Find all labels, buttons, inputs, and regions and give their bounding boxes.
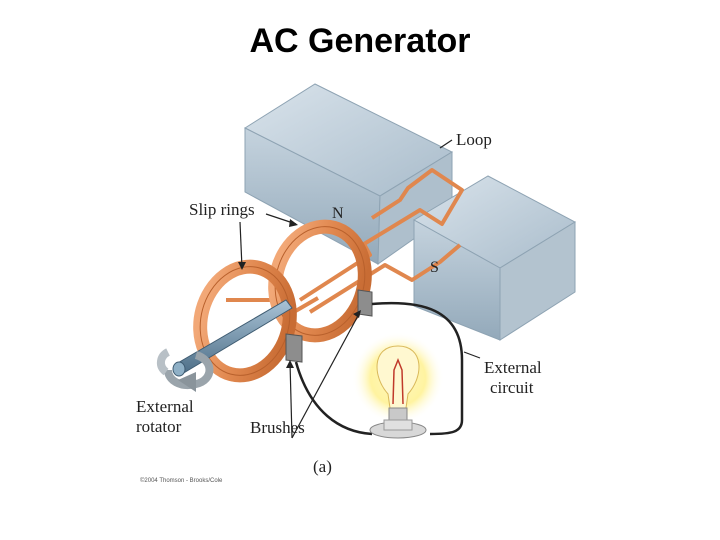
loop-label: Loop — [456, 130, 492, 149]
slip-rings-label: Slip rings — [189, 200, 255, 219]
panel-label: (a) — [313, 457, 332, 476]
external-circuit-label-line2: circuit — [490, 378, 534, 397]
light-bulb-icon — [352, 332, 444, 439]
external-circuit-wire — [294, 301, 464, 436]
label-pointers — [239, 139, 481, 439]
pointer-arrowheads — [238, 219, 361, 368]
brush-lower — [285, 333, 303, 363]
rotation-arrow-icon — [157, 348, 214, 392]
brush-upper — [357, 289, 373, 317]
south-pole-label: S — [430, 259, 439, 276]
brushes-label: Brushes — [250, 418, 305, 437]
copyright-notice: ©2004 Thomson - Brooks/Cole — [140, 478, 223, 484]
page-title: AC Generator — [249, 22, 471, 60]
external-circuit-label-line1: External — [484, 358, 542, 377]
north-pole-label: N — [332, 205, 344, 222]
external-rotator-label-line2: rotator — [136, 417, 182, 436]
slip-ring-front — [193, 259, 297, 383]
external-rotator-label-line1: External — [136, 397, 194, 416]
